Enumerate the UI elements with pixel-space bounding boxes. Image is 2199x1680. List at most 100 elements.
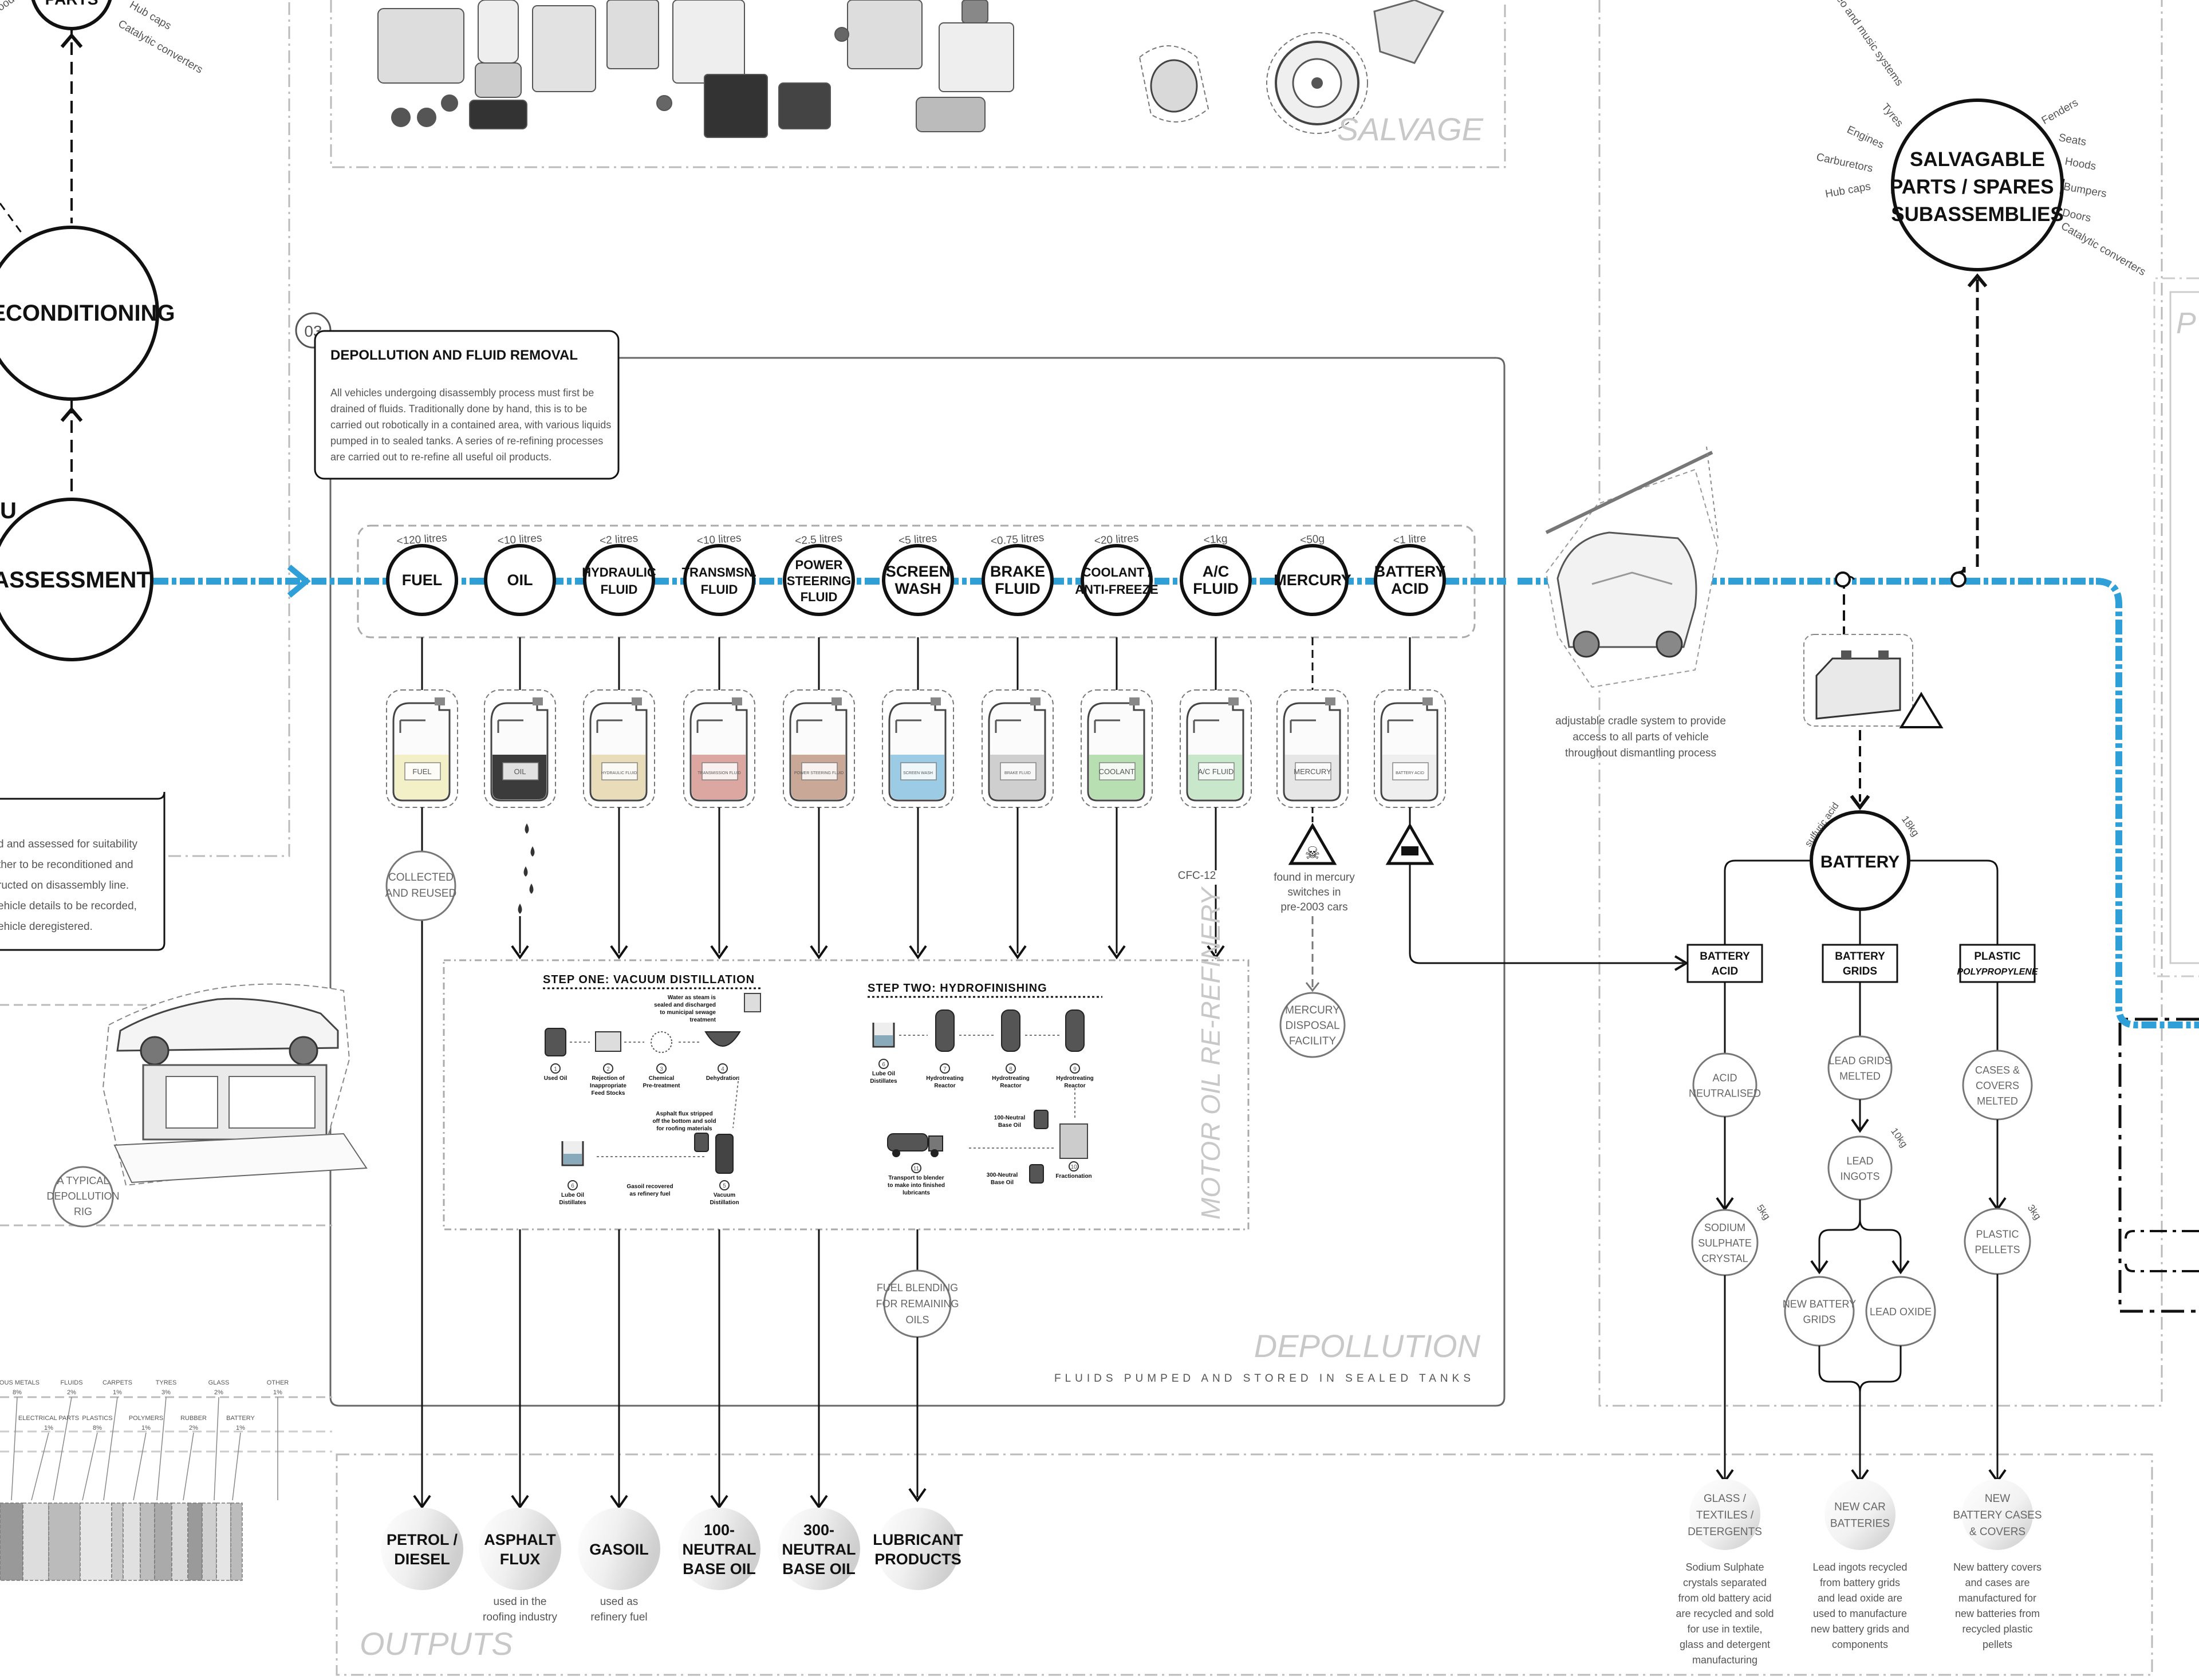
section-body-line: All vehicles undergoing disassembly proc… (330, 387, 594, 399)
output-name: ASPHALT (484, 1531, 556, 1548)
output-node (877, 1508, 959, 1590)
corrosive-hazard-icon (1385, 822, 1435, 865)
fluid-node[interactable] (386, 544, 458, 616)
salvage-area: SALVAGE (377, 0, 1484, 147)
flow-junction-1 (1835, 571, 1851, 587)
output-name: NEUTRAL (782, 1541, 856, 1558)
composition-top-label: OTHER (267, 1379, 289, 1386)
gasoil-note: as refinery fuel (629, 1191, 670, 1197)
rig-label-3: RIG (74, 1206, 92, 1217)
glass-note: from old battery acid (1678, 1592, 1771, 1604)
cases-note: manufactured for (1958, 1592, 2036, 1604)
depollution-sub: FLUIDS PUMPED AND STORED IN SEALED TANKS (1054, 1373, 1475, 1385)
svg-text:☠: ☠ (1305, 843, 1321, 863)
fluid-qty: <1kg (1203, 533, 1228, 547)
refinery-icon (1029, 1164, 1044, 1184)
lead-ingots-node-label: INGOTS (1840, 1171, 1879, 1182)
parts-node[interactable] (31, 0, 112, 30)
assessment-node[interactable] (0, 498, 153, 661)
salvagable-item-left: Hub caps (1824, 180, 1872, 200)
tank-label: TRANSMISSION FLUID (697, 771, 740, 775)
salvagable-item-right: Seats (2058, 132, 2087, 148)
plastic-pellets-node-label: PELLETS (1975, 1244, 2020, 1256)
neutral-100-note: Base Oil (998, 1122, 1021, 1129)
mercury-facility-3: FACILITY (1289, 1035, 1337, 1047)
refinery-step-number: 2 (606, 1066, 610, 1072)
composition-bottom-label: BATTERY (226, 1415, 255, 1422)
fluid-tank: FUEL (386, 689, 458, 808)
fluid-node[interactable] (1081, 544, 1153, 616)
fluid-node[interactable] (583, 544, 655, 616)
water-note: to municipal sewage (660, 1009, 716, 1016)
composition-slab (216, 1502, 231, 1581)
refinery-icon (872, 1023, 895, 1048)
battery-branch-box[interactable] (1959, 944, 2036, 983)
cases-output-label: BATTERY CASES (1953, 1509, 2042, 1521)
fluid-node[interactable] (982, 544, 1054, 616)
refinery-icon (1001, 1009, 1020, 1052)
mercury-note-1: found in mercury (1274, 871, 1355, 884)
engine-part-cutout (1373, 0, 1445, 64)
composition-bottom-label: ELECTRICAL PARTS (18, 1415, 79, 1422)
composition-slab (123, 1502, 141, 1581)
salvagable-item-right: Bumpers (2063, 181, 2108, 200)
sodium-ann: 5kg (1755, 1202, 1772, 1221)
lead-ingots-node-label: LEAD (1846, 1156, 1873, 1167)
fluid-name: FLUID (701, 582, 738, 597)
salvagable-line-2: PARTS / SPARES / (1890, 176, 2065, 198)
composition-bottom-pct: 1% (236, 1425, 245, 1431)
flow-junction-2 (1950, 571, 1967, 587)
fluid-name: FLUID (801, 590, 838, 604)
refinery-step-number: 6 (571, 1183, 574, 1189)
refinery-icon (1034, 1110, 1049, 1129)
output-name: DIESEL (394, 1551, 450, 1568)
outputs-label: OUTPUTS (360, 1626, 513, 1662)
battery-branch-box[interactable] (1686, 944, 1763, 983)
fluid-name: BRAKE (990, 563, 1045, 580)
battery-branch-box[interactable] (1822, 944, 1898, 983)
refinery-icon (694, 1133, 709, 1152)
fluid-node[interactable] (1180, 544, 1252, 616)
tank-label: SCREEN WASH (903, 771, 933, 775)
refinery-step-number: 5 (723, 1183, 726, 1189)
salvagable-item-right: Fenders (2040, 97, 2080, 127)
fluid-node[interactable] (882, 544, 954, 616)
refinery-icon (704, 1031, 741, 1047)
tank-label: BRAKE FLUID (1004, 771, 1031, 775)
lead-grids-node-label: MELTED (1839, 1071, 1881, 1082)
fluid-node[interactable] (683, 544, 755, 616)
reconditioning-node[interactable] (0, 226, 159, 401)
refinery-step-label: Distillation (710, 1200, 739, 1206)
plastic-pellets-node-label: PLASTIC (1976, 1229, 2019, 1240)
fluid-node[interactable] (1276, 544, 1349, 616)
fluid-tank: A/C FLUID (1180, 689, 1252, 808)
battery-icon (1803, 634, 1944, 728)
cases-output (1962, 1479, 2033, 1550)
fluid-node[interactable] (484, 544, 556, 616)
section-header: 03 DEPOLLUTION AND FLUID REMOVAL All veh… (295, 312, 1481, 1385)
composition-top-pct: 3% (161, 1389, 171, 1396)
refinery-step-label: to make into finished (888, 1182, 945, 1189)
output-node (778, 1508, 860, 1590)
composition-slab (187, 1502, 203, 1581)
refinery-step-label: Feed Stocks (592, 1090, 625, 1097)
fluid-name: STEERING (787, 574, 851, 588)
refinery-step-number: 10 (1070, 1164, 1077, 1170)
tank-label: POWER STEERING FLUID (794, 771, 844, 775)
section-body-line: drained of fluids. Traditionally done by… (330, 403, 587, 415)
mercury-facility-1: MERCURY (1285, 1004, 1340, 1016)
fluid-tank: POWER STEERING FLUID (783, 689, 855, 808)
salvagable-item-right: Hoods (2064, 155, 2097, 172)
fluid-tank: HYDRAULIC FLUID (583, 689, 655, 808)
fluid-node[interactable] (1374, 544, 1446, 616)
new-grids-node-label: GRIDS (1803, 1314, 1835, 1326)
mercury-hazard-icon: ☠ (1288, 822, 1337, 865)
fluid-node[interactable] (783, 544, 855, 616)
new-grids-node-label: NEW BATTERY (1783, 1299, 1856, 1310)
salvagable-node[interactable] (1891, 98, 2064, 271)
composition-slab (202, 1502, 217, 1581)
fluid-tank: SCREEN WASH (882, 689, 954, 808)
fluid-qty: <50g (1300, 533, 1325, 547)
